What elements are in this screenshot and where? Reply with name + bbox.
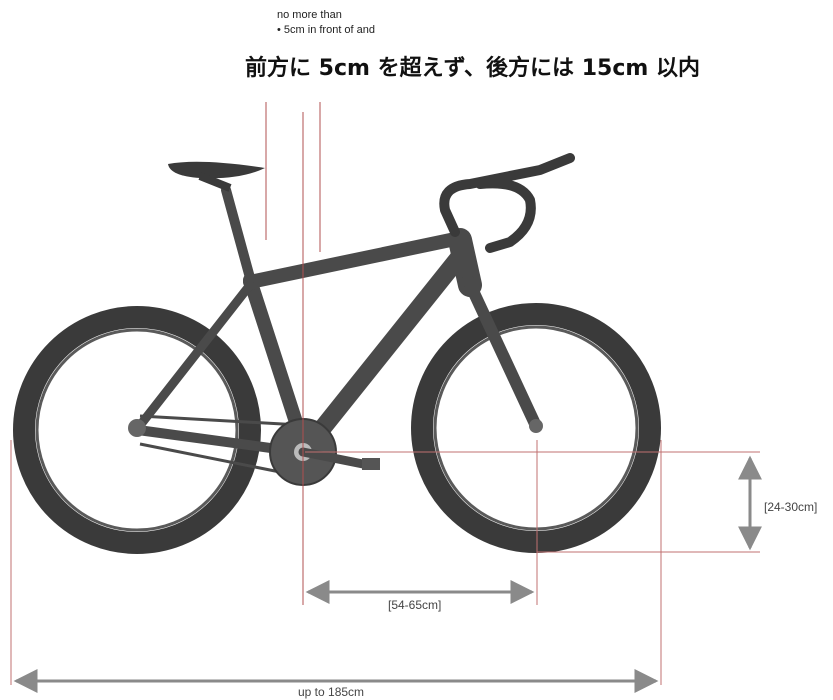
rule-note-line-2: • 5cm in front of and <box>277 24 376 34</box>
chain <box>139 414 301 478</box>
length-label: up to 185cm <box>298 685 365 699</box>
rear-hub <box>128 419 146 437</box>
saddle-setback-guides <box>265 102 321 605</box>
rule-note: no more than • 5cm in front of and <box>277 8 375 34</box>
height-label: [24-30cm] <box>764 500 818 514</box>
front-hub <box>529 419 543 433</box>
saddle <box>168 161 265 179</box>
handlebar <box>439 153 575 253</box>
rear-wheel <box>13 306 261 554</box>
front-wheel <box>411 303 661 553</box>
measurement-guides <box>10 440 760 685</box>
japanese-caption: 前方に 5cm を超えず、後方には 15cm 以内 <box>245 56 700 81</box>
reach-label: [54-65cm] <box>388 598 442 612</box>
saddle-rail <box>198 172 232 192</box>
rule-note-line-1: no more than <box>277 9 342 21</box>
